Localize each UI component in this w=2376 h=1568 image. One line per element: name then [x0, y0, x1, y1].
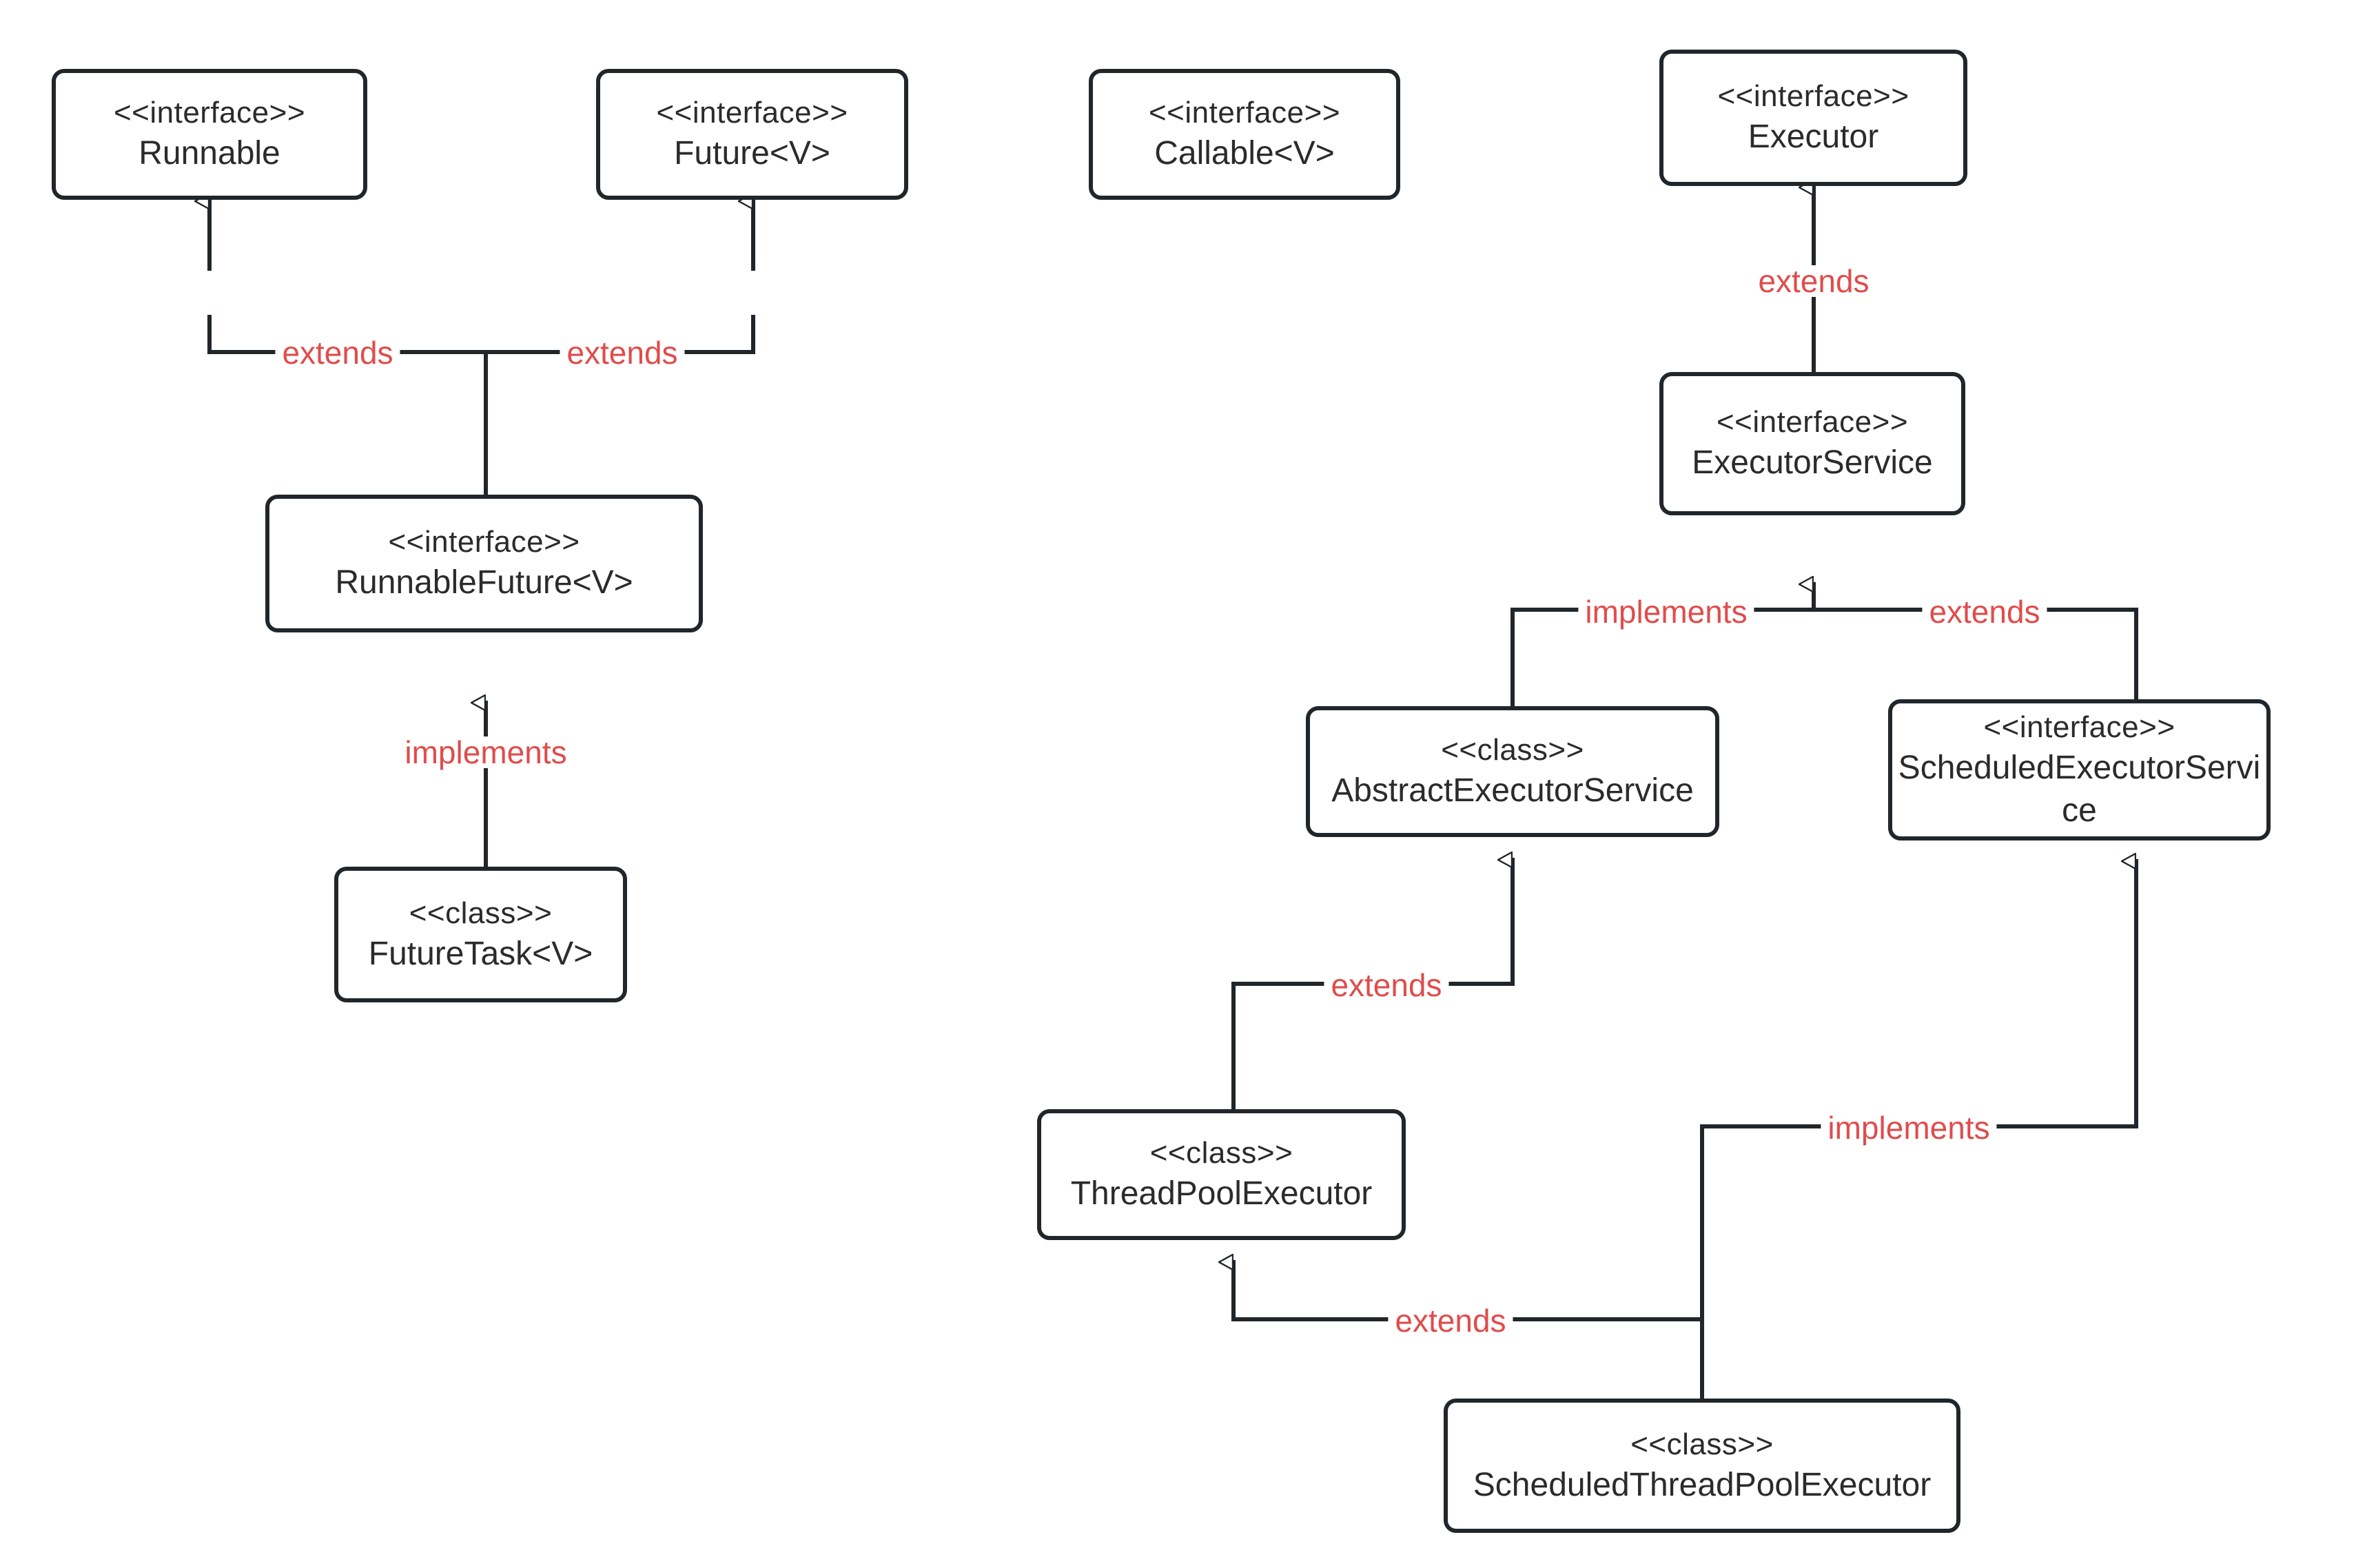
edge-label-runnablefuture-extends-future: extends [560, 337, 685, 369]
stereotype-label: <<class>> [1149, 1136, 1293, 1170]
uml-node-callable[interactable]: <<interface>> Callable<V> [1089, 69, 1400, 200]
class-name-label: Executor [1748, 118, 1879, 156]
edge-label-scheduledexecutorservice-extends-executorservice: extends [1922, 596, 2047, 628]
uml-node-scheduled-executor-service[interactable]: <<interface>> ScheduledExecutorService [1888, 699, 2271, 840]
class-name-label: RunnableFuture<V> [335, 564, 633, 601]
stereotype-label: <<class>> [1630, 1427, 1774, 1461]
class-name-label: AbstractExecutorService [1331, 772, 1694, 809]
stereotype-label: <<interface>> [1716, 405, 1909, 440]
edge-label-scheduledtpe-extends-threadpoolexecutor: extends [1388, 1305, 1513, 1337]
edge-label-futuretask-implements-runnablefuture: implements [398, 736, 574, 768]
connector-scheduledtpe-riser [1700, 1124, 2138, 1401]
edge-label-scheduledtpe-implements-scheduledexecutorservice: implements [1821, 1112, 1997, 1144]
edge-label-executorservice-extends-executor: extends [1751, 265, 1876, 297]
uml-node-runnable[interactable]: <<interface>> Runnable [52, 69, 367, 200]
uml-node-executor[interactable]: <<interface>> Executor [1659, 50, 1967, 186]
edge-label-threadpoolexecutor-extends-abstractexecutorservice: extends [1324, 969, 1449, 1001]
stereotype-label: <<interface>> [113, 96, 306, 130]
class-name-label: Future<V> [674, 135, 830, 172]
uml-node-future-task[interactable]: <<class>> FutureTask<V> [334, 867, 627, 1002]
stereotype-label: <<interface>> [656, 96, 848, 130]
stereotype-label: <<interface>> [1717, 79, 1909, 114]
class-name-label: ExecutorService [1692, 444, 1933, 482]
uml-node-executor-service[interactable]: <<interface>> ExecutorService [1659, 372, 1965, 515]
uml-node-future[interactable]: <<interface>> Future<V> [596, 69, 908, 200]
uml-node-scheduled-thread-pool-executor[interactable]: <<class>> ScheduledThreadPoolExecutor [1444, 1399, 1960, 1533]
stereotype-label: <<interface>> [388, 525, 580, 559]
edge-label-abstractexecutorservice-implements-executorservice: implements [1578, 596, 1754, 628]
class-name-label: ThreadPoolExecutor [1070, 1175, 1373, 1213]
stereotype-label: <<interface>> [1148, 96, 1341, 130]
stereotype-label: <<class>> [1441, 733, 1584, 767]
class-name-label: ScheduledThreadPoolExecutor [1473, 1466, 1932, 1503]
class-name-label: ScheduledExecutorService [1898, 749, 2261, 829]
class-name-label: FutureTask<V> [368, 935, 593, 972]
stereotype-label: <<class>> [409, 896, 553, 930]
stereotype-label: <<interface>> [1983, 710, 2175, 744]
uml-node-runnable-future[interactable]: <<interface>> RunnableFuture<V> [265, 495, 703, 632]
uml-node-abstract-executor-service[interactable]: <<class>> AbstractExecutorService [1306, 706, 1719, 837]
edge-label-runnablefuture-extends-runnable: extends [275, 337, 400, 369]
class-name-label: Runnable [139, 135, 280, 172]
uml-node-thread-pool-executor[interactable]: <<class>> ThreadPoolExecutor [1037, 1109, 1406, 1240]
class-name-label: Callable<V> [1154, 135, 1335, 172]
